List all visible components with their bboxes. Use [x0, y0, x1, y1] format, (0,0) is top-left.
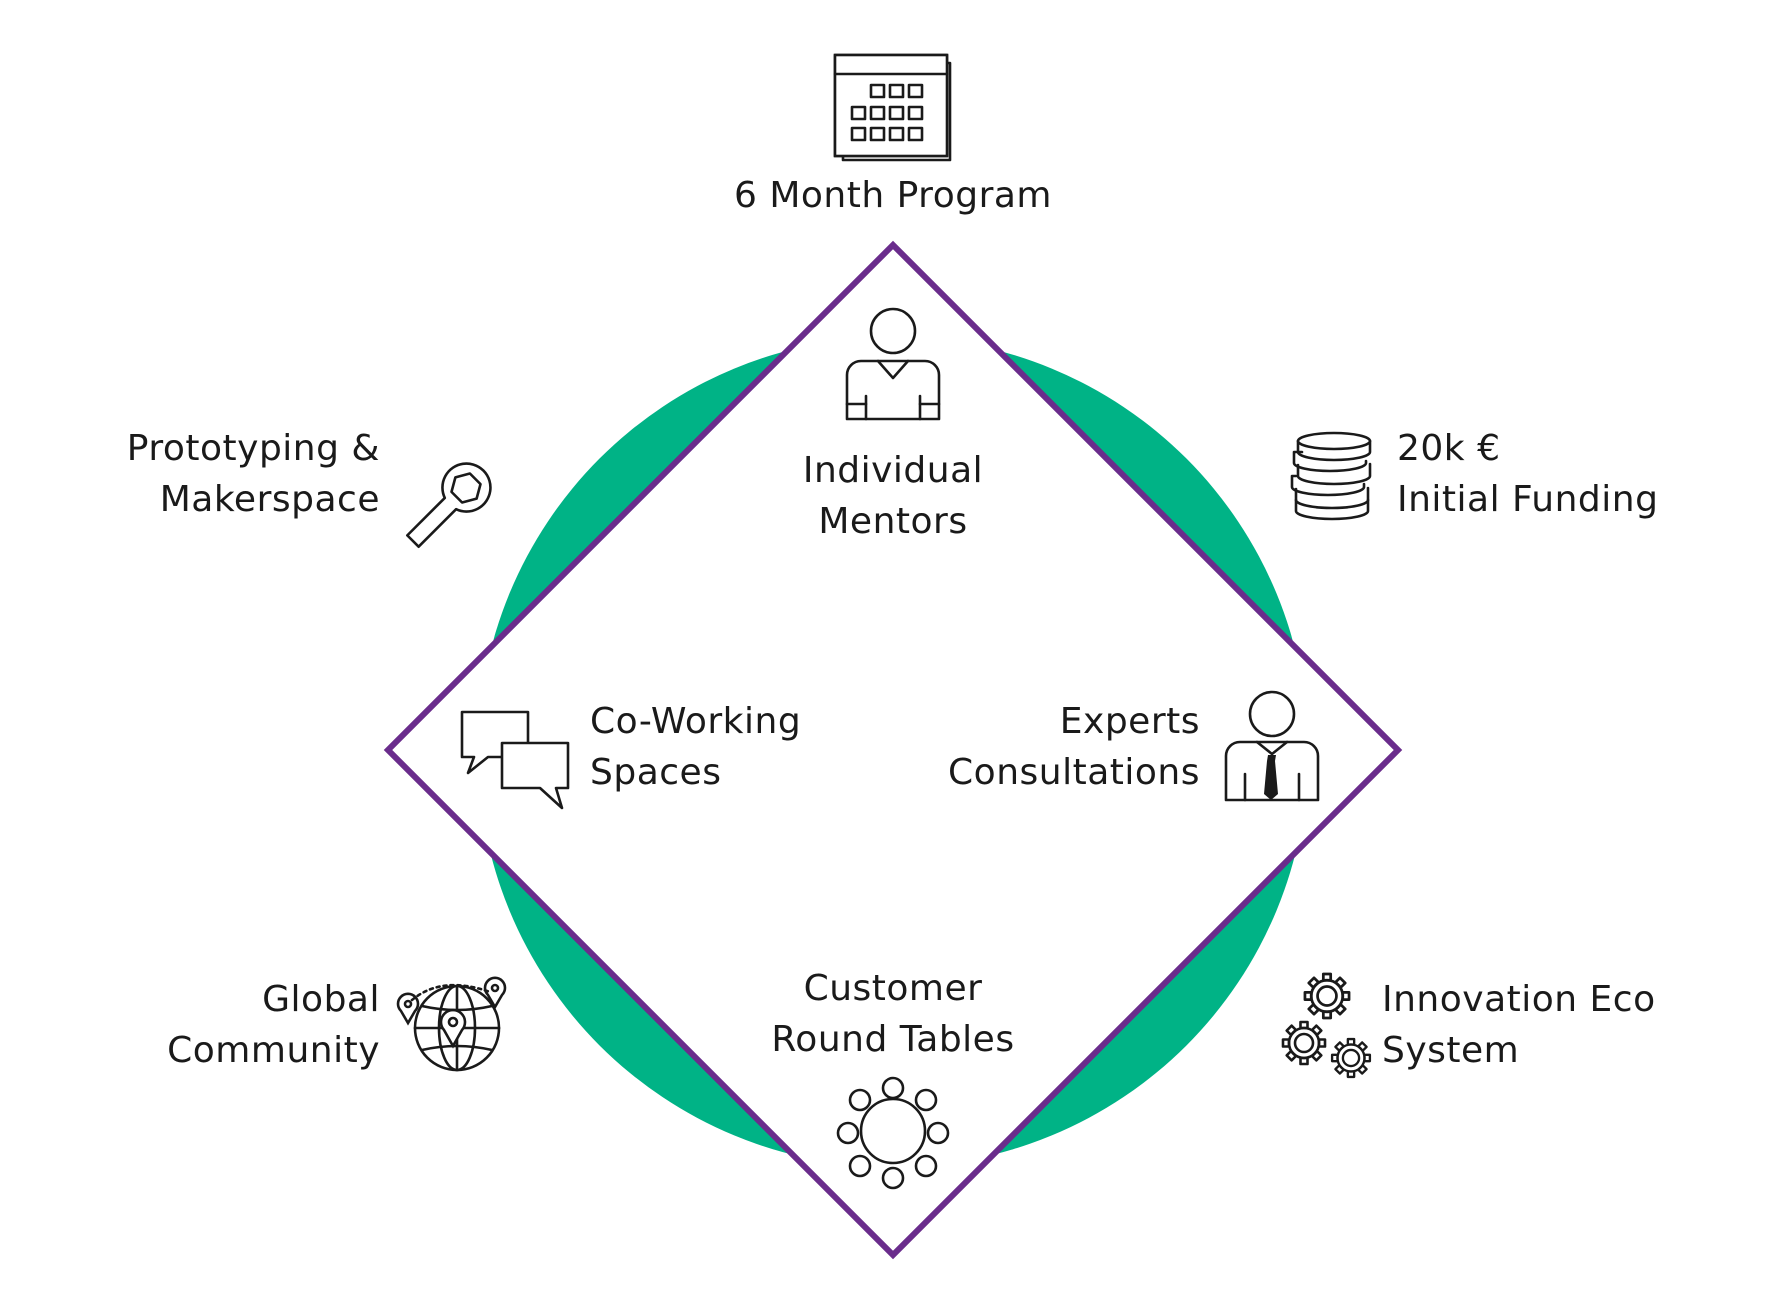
coins-icon [1290, 431, 1372, 521]
label-funding: 20k € Initial Funding [1397, 428, 1659, 520]
chat-bubbles-icon [460, 710, 570, 810]
label-prototyping: Prototyping & Makerspace [126, 428, 380, 520]
calendar-icon [833, 53, 952, 162]
label-global: Global Community [167, 979, 380, 1071]
gears-icon [1281, 972, 1372, 1079]
businessman-icon [1224, 690, 1320, 802]
purple-diamond [383, 240, 1403, 1260]
globe-pins-icon [396, 976, 507, 1072]
round-table-icon [836, 1076, 950, 1190]
wrench-icon [406, 462, 492, 548]
label-coworking: Co-Working Spaces [590, 701, 802, 793]
label-innovation: Innovation Eco System [1382, 979, 1656, 1071]
label-customer: Customer Round Tables [771, 968, 1015, 1060]
label-6-month-program: 6 Month Program [733, 175, 1053, 216]
label-experts: Experts Consultations [948, 701, 1200, 793]
label-mentors: Individual Mentors [802, 450, 984, 542]
person-icon [845, 307, 941, 421]
